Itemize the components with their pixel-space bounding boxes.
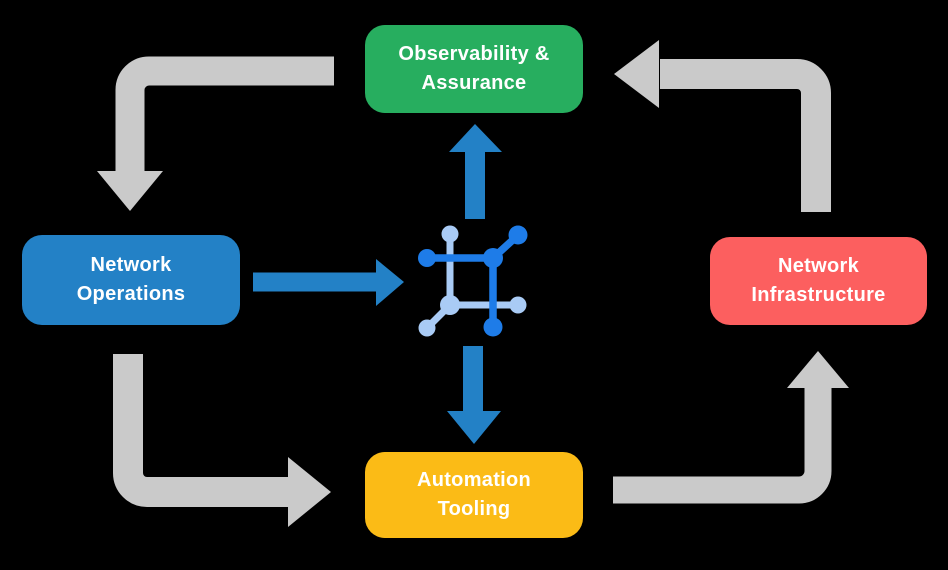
- edge-tooling-to-infrastructure: [613, 351, 849, 504]
- node-network-operations: Network Operations: [22, 235, 240, 325]
- node-label: Observability & Assurance: [398, 43, 550, 94]
- edge-center-to-observability: [449, 124, 502, 219]
- icon-node-dot: [508, 225, 528, 245]
- node-label: Automation Tooling: [416, 469, 532, 520]
- arrowhead-up-icon: [449, 124, 502, 152]
- edge-center-to-tooling: [447, 346, 501, 444]
- icon-node-dot: [418, 319, 436, 337]
- edge-shaft: [660, 59, 831, 212]
- arrowhead-down-icon: [97, 171, 163, 211]
- node-observability-assurance: Observability & Assurance: [365, 25, 583, 113]
- icon-node-dot: [509, 296, 527, 314]
- network-fabric-icon-light-part: [418, 225, 527, 337]
- arrowhead-down-icon: [447, 411, 501, 444]
- icon-junction-dot: [483, 248, 503, 268]
- arrowhead-right-icon: [288, 457, 331, 527]
- icon-junction-dot: [440, 295, 460, 315]
- icon-node-dot: [441, 225, 459, 243]
- edge-shaft: [613, 386, 832, 504]
- edge-operations-to-tooling: [113, 354, 331, 527]
- arrowhead-up-icon: [787, 351, 849, 388]
- node-automation-tooling: Automation Tooling: [365, 452, 583, 538]
- node-label: Network Operations: [76, 254, 186, 305]
- node-label: Network Infrastructure: [751, 255, 886, 306]
- arrowhead-left-icon: [614, 40, 659, 108]
- network-fabric-icon-dark-part: [418, 225, 528, 337]
- edge-shaft: [115, 56, 334, 173]
- edge-operations-to-center: [253, 259, 404, 306]
- icon-node-dot: [483, 317, 503, 337]
- edge-shaft: [113, 354, 290, 507]
- node-network-infrastructure: Network Infrastructure: [710, 237, 927, 325]
- icon-node-dot: [418, 249, 436, 267]
- arrowhead-right-icon: [376, 259, 404, 306]
- edge-observability-to-operations: [97, 56, 334, 211]
- edge-infrastructure-to-observability: [614, 40, 831, 212]
- network-fabric-icon: [418, 225, 528, 337]
